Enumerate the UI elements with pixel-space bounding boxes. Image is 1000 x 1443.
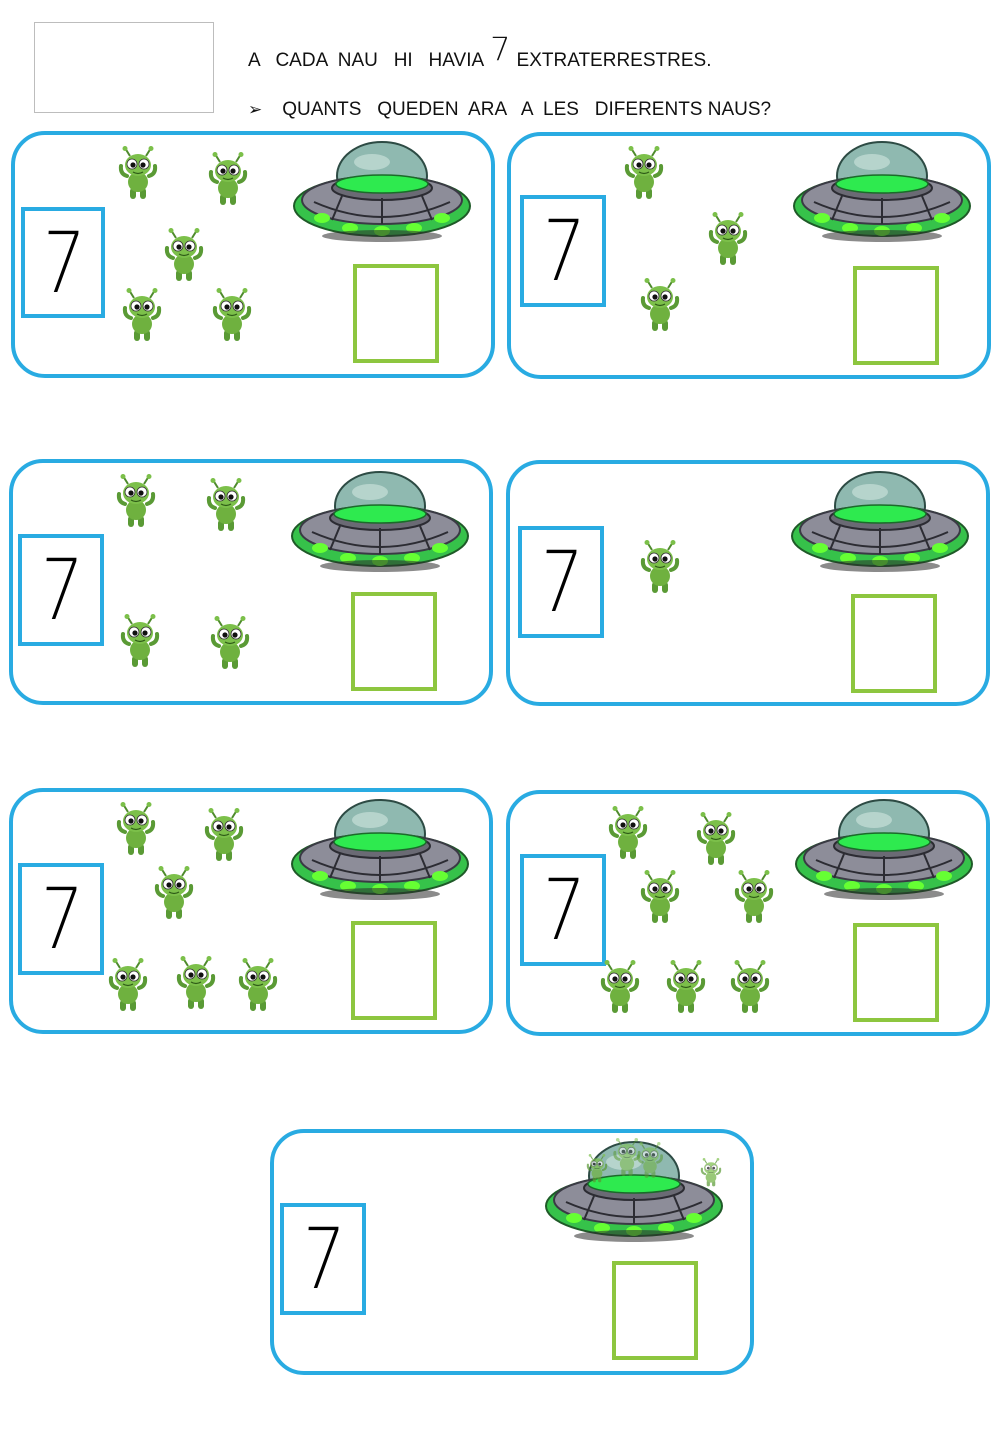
instruction-suffix: EXTRATERRESTRES. — [516, 50, 712, 71]
total-number-box: 7 — [18, 863, 104, 975]
alien-icon — [730, 960, 770, 1016]
arrow-bullet-icon: ➢ — [248, 100, 263, 119]
alien-icon — [164, 228, 204, 284]
alien-inside-ufo-icon — [586, 1154, 608, 1184]
name-box[interactable] — [34, 22, 214, 113]
total-number-box: 7 — [520, 195, 606, 307]
answer-box[interactable] — [353, 264, 439, 363]
alien-icon — [734, 870, 774, 926]
alien-icon — [666, 960, 706, 1016]
alien-icon — [608, 806, 648, 862]
answer-box[interactable] — [853, 266, 939, 365]
total-number-box: 7 — [18, 534, 104, 646]
alien-icon — [640, 540, 680, 596]
alien-icon — [118, 146, 158, 202]
total-number-box: 7 — [520, 854, 606, 966]
alien-icon — [204, 808, 244, 864]
ufo-icon — [290, 798, 470, 908]
ufo-icon — [792, 140, 972, 250]
answer-box[interactable] — [351, 592, 437, 691]
ufo-icon — [290, 470, 470, 580]
instruction-text: A CADA NAU HI HAVIA — [248, 50, 485, 71]
answer-box[interactable] — [351, 921, 437, 1020]
total-number: 7 — [38, 213, 88, 312]
alien-icon — [154, 866, 194, 922]
alien-icon — [206, 478, 246, 534]
ufo-icon — [794, 798, 974, 908]
alien-icon — [238, 958, 278, 1014]
alien-icon — [176, 956, 216, 1012]
alien-icon — [640, 870, 680, 926]
alien-icon — [624, 146, 664, 202]
alien-inside-ufo-icon — [636, 1142, 664, 1180]
total-number: 7 — [538, 202, 588, 300]
total-number-box: 7 — [518, 526, 604, 638]
ufo-icon — [292, 140, 472, 250]
total-number: 7 — [536, 533, 586, 631]
ufo-icon — [790, 470, 970, 580]
question-text: QUANTS QUEDEN ARA A LES DIFERENTS NAUS? — [282, 99, 772, 120]
alien-icon — [120, 614, 160, 670]
alien-icon — [708, 212, 748, 268]
alien-icon — [208, 152, 248, 208]
alien-icon — [600, 960, 640, 1016]
alien-icon — [640, 278, 680, 334]
total-number: 7 — [36, 541, 86, 639]
alien-icon — [116, 474, 156, 530]
instruction-number: 7 — [490, 30, 511, 68]
total-number-box: 7 — [280, 1203, 366, 1315]
answer-box[interactable] — [853, 923, 939, 1022]
alien-icon — [116, 802, 156, 858]
alien-icon — [122, 288, 162, 344]
total-number-box: 7 — [21, 207, 105, 318]
alien-icon — [696, 812, 736, 868]
alien-icon — [210, 616, 250, 672]
alien-icon — [212, 288, 252, 344]
alien-inside-ufo-icon — [700, 1158, 722, 1188]
answer-box[interactable] — [612, 1261, 698, 1360]
alien-icon — [108, 958, 148, 1014]
answer-box[interactable] — [851, 594, 937, 693]
total-number: 7 — [36, 870, 86, 968]
total-number: 7 — [538, 861, 588, 959]
instruction-line-2: ➢ QUANTS QUEDEN ARA A LES DIFERENTS NAUS? — [248, 99, 771, 121]
total-number: 7 — [298, 1210, 348, 1308]
